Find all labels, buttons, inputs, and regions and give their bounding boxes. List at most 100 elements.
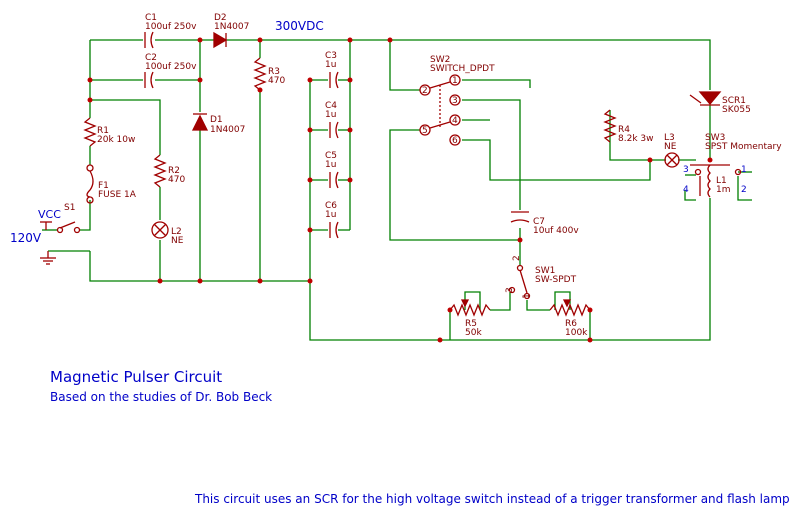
wire-sw1-common <box>526 300 550 311</box>
ref-f1: F1 <box>98 181 109 191</box>
wire-sw2-pin5 <box>389 129 521 241</box>
sw3-pin-4: 4 <box>683 185 689 195</box>
ref-scr1: SCR1 <box>722 96 746 106</box>
value-l3: NE <box>664 142 677 152</box>
ref-r1: R1 <box>97 126 109 136</box>
sw1-pin-3: 3 <box>505 287 515 293</box>
sw2-pin-2: 2 <box>422 86 428 96</box>
sw1-pin-1: 1 <box>522 293 532 299</box>
ref-c3: C3 <box>325 51 337 61</box>
sw1-pin-2: 2 <box>512 255 522 261</box>
ref-r6: R6 <box>565 319 577 329</box>
diagram-subtitle: Based on the studies of Dr. Bob Beck <box>50 390 272 404</box>
resistor-r1 <box>83 117 97 147</box>
neon-lamp-l3 <box>664 152 680 168</box>
ref-c2: C2 <box>145 53 157 63</box>
value-c2: 100uf 250v <box>145 62 197 72</box>
ref-sw2: SW2 <box>430 55 450 65</box>
value-r5: 50k <box>465 328 482 338</box>
value-c5: 1u <box>325 160 336 170</box>
resistor-r3 <box>253 57 267 91</box>
wire-hv-rail <box>226 39 711 90</box>
wire-sw3-pin4 <box>684 190 696 201</box>
value-c4: 1u <box>325 110 336 120</box>
potentiometer-r6 <box>549 299 591 317</box>
value-sw2: SWITCH_DPDT <box>430 64 495 74</box>
sw3-pin-3: 3 <box>683 165 689 175</box>
fuse-f1 <box>86 164 94 172</box>
inductor-l1 <box>707 164 711 198</box>
ref-r3: R3 <box>268 67 280 77</box>
value-sw1: SW-SPDT <box>535 275 577 285</box>
value-r4: 8.2k 3w <box>618 134 653 144</box>
value-r2: 470 <box>168 175 185 185</box>
switch-s1 <box>56 226 64 234</box>
ref-d1: D1 <box>210 115 223 125</box>
diagram-title: Magnetic Pulser Circuit <box>50 368 222 386</box>
ref-d2: D2 <box>214 13 227 23</box>
wire-l1-down <box>440 198 711 341</box>
sw2-pin-6: 6 <box>452 136 458 146</box>
ground-symbol <box>40 251 56 265</box>
value-c6: 1u <box>325 210 336 220</box>
ref-l3: L3 <box>664 133 675 143</box>
scr-scr1 <box>698 91 722 106</box>
wire-r5-right <box>490 292 511 311</box>
net-label-300vdc: 300VDC <box>275 19 324 33</box>
value-r6: 100k <box>565 328 588 338</box>
value-c3: 1u <box>325 60 336 70</box>
wire-sw2-pin2 <box>389 40 420 91</box>
ref-c1: C1 <box>145 13 157 23</box>
resistor-r4 <box>603 109 617 143</box>
ref-sw3: SW3 <box>705 133 725 143</box>
potentiometer-r5 <box>449 299 491 317</box>
neon-lamp-l2 <box>151 221 169 239</box>
value-l1: 1m <box>716 185 731 195</box>
sw2-pin-1: 1 <box>452 76 458 86</box>
ref-l2: L2 <box>171 227 182 237</box>
net-label-120v: 120V <box>10 231 42 245</box>
value-d2: 1N4007 <box>214 22 249 32</box>
wire-r4 <box>609 110 650 161</box>
resistor-r2 <box>153 154 167 188</box>
wire-sw2-pin1 <box>462 79 531 88</box>
value-c7: 10uf 400v <box>533 226 579 236</box>
wire-ground <box>89 251 310 282</box>
ref-c6: C6 <box>325 201 337 211</box>
value-sw3: SPST Momentary <box>705 142 782 152</box>
wires <box>42 39 752 341</box>
wire-sw2-pin6 <box>462 139 666 181</box>
ref-s1: S1 <box>64 203 75 213</box>
ref-sw1: SW1 <box>535 266 555 276</box>
wire-sw2-pin3 <box>462 99 521 210</box>
ref-r5: R5 <box>465 319 477 329</box>
ref-c4: C4 <box>325 101 337 111</box>
wire-cbank-left <box>309 80 440 341</box>
value-r3: 470 <box>268 76 285 86</box>
wire-r2-branch <box>90 99 161 155</box>
value-r1: 20k 10w <box>97 135 135 145</box>
diode-d2 <box>213 31 228 49</box>
sw3-pin-1: 1 <box>741 165 747 175</box>
diode-d1 <box>191 114 209 131</box>
sw2-pin-3: 3 <box>452 96 458 106</box>
diagram-note: This circuit uses an SCR for the high vo… <box>194 492 790 506</box>
ref-r2: R2 <box>168 166 180 176</box>
junctions <box>87 37 713 343</box>
ref-l1: L1 <box>716 176 727 186</box>
ref-c5: C5 <box>325 151 337 161</box>
wire-sw3-pin2 <box>737 176 752 201</box>
value-scr1: SK055 <box>722 105 751 115</box>
value-l2: NE <box>171 236 184 246</box>
wire-fuse-to-switch <box>80 200 91 231</box>
net-label-vcc: VCC <box>38 208 61 221</box>
symbols <box>40 31 742 317</box>
value-f1: FUSE 1A <box>98 190 137 200</box>
ref-c7: C7 <box>533 217 545 227</box>
sw2-pin-4: 4 <box>452 116 458 126</box>
value-c1: 100uf 250v <box>145 22 197 32</box>
labels: 300VDC VCC 120V C1 100uf 250v C2 100uf 2… <box>10 13 790 506</box>
value-d1: 1N4007 <box>210 125 245 135</box>
